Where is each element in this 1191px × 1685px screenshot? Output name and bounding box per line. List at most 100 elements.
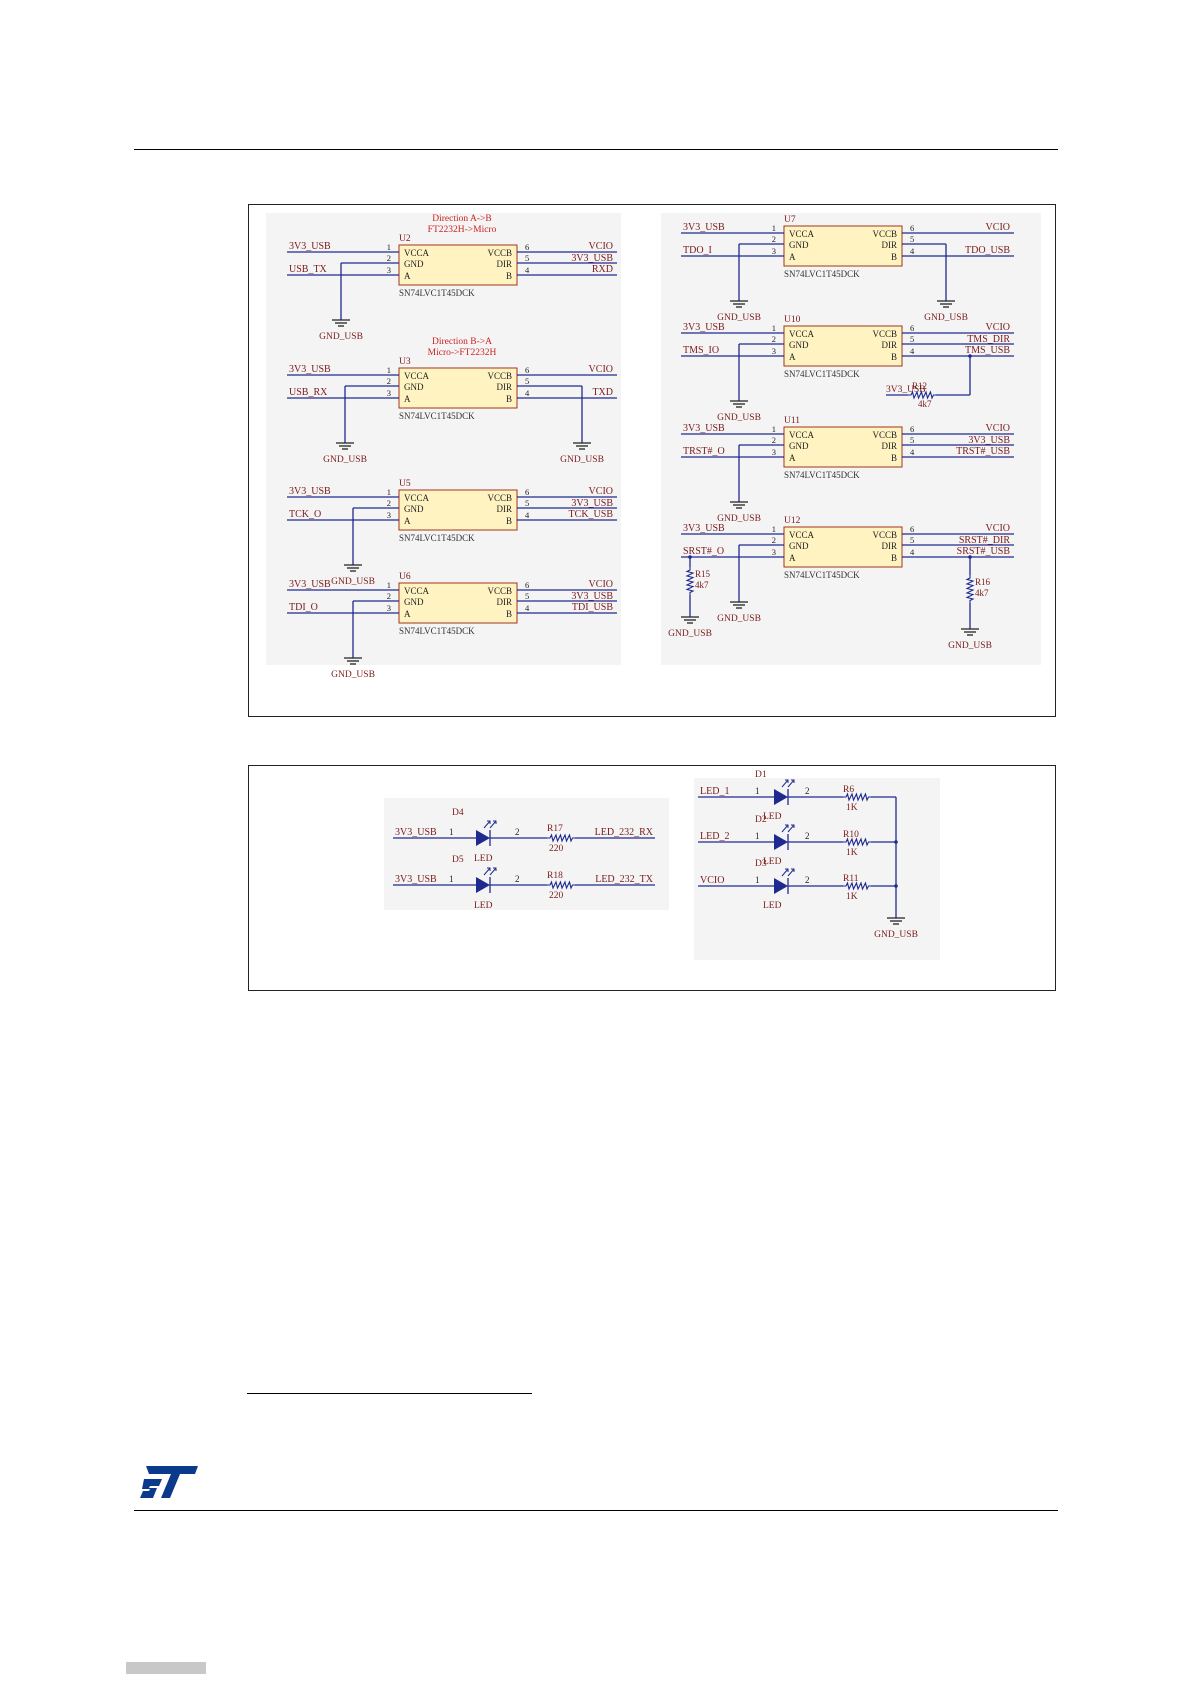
left-u2-note1: Direction A->B	[432, 214, 491, 224]
left-u5-net-r3: TCK_USB	[569, 509, 614, 520]
right-u10-r12-net: 3V3_USB	[886, 385, 926, 395]
right-u10-pin-r3: B	[891, 352, 897, 362]
right-u7-net-r3: TDO_USB	[965, 245, 1010, 256]
right-u12-net-r2: SRST#_DIR	[959, 535, 1010, 546]
led-d1-p1: 1	[755, 786, 760, 796]
led-d1-ray2	[787, 779, 795, 788]
led-d3-net-in: VCIO	[700, 875, 724, 886]
left-u6-net-r3: TDI_USB	[572, 602, 613, 613]
led-d3-triangle	[774, 878, 788, 894]
led-d2-r-ref: R10	[843, 830, 859, 840]
led-d3-r-val: 1K	[846, 892, 858, 902]
right-u12-r15-val: 4k7	[695, 580, 709, 590]
led-d1-type: LED	[763, 812, 782, 822]
left-u5-part: SN74LVC1T45DCK	[399, 533, 475, 543]
right-u12-net-l3: SRST#_O	[683, 546, 724, 557]
led-d5-type: LED	[474, 901, 493, 911]
right-u10-num-r1: 6	[910, 323, 914, 333]
left-u6-num-l1: 1	[387, 580, 391, 590]
led-d4-net-out: LED_232_RX	[595, 827, 654, 838]
led-d1-resistor	[843, 792, 872, 802]
right-u10-pin-l2: GND	[789, 340, 809, 350]
left-u6-pin-r2: DIR	[497, 597, 513, 607]
left-u5-pin-l3: A	[404, 516, 411, 526]
left-u2-num-l2: 2	[387, 253, 391, 263]
led-d2-triangle	[774, 834, 788, 850]
right-u7-net-r1: VCIO	[986, 222, 1010, 233]
left-u6-ref: U6	[399, 572, 411, 582]
right-u11-body	[783, 426, 903, 468]
led-d1-net-in: LED_1	[700, 786, 729, 797]
left-u2-pin-r3: B	[506, 271, 512, 281]
led-d4-resistor	[547, 833, 576, 843]
bottom-marker	[126, 1662, 206, 1674]
right-u11-pin-r2: DIR	[882, 441, 898, 451]
left-u5-net-r2: 3V3_USB	[571, 498, 613, 509]
left-u5-num-r1: 6	[525, 487, 529, 497]
right-u7-ref: U7	[784, 215, 796, 225]
led-d5-ray2	[489, 867, 497, 876]
left-u2-num-r3: 4	[525, 265, 530, 275]
right-u12-pin-r2: DIR	[882, 541, 898, 551]
right-u11-part: SN74LVC1T45DCK	[784, 470, 860, 480]
right-u11-pin-l2: GND	[789, 441, 809, 451]
led-d2-resistor	[843, 837, 872, 847]
right-u10-net-l3: TMS_IO	[683, 345, 719, 356]
right-u11-num-l2: 2	[772, 435, 776, 445]
right-u12-gnd-label: GND_USB	[717, 614, 761, 624]
right-u12-num-l3: 3	[772, 547, 776, 557]
left-u2-num-l3: 3	[387, 265, 391, 275]
right-u12-r16-val: 4k7	[975, 588, 989, 598]
left-u6-part: SN74LVC1T45DCK	[399, 626, 475, 636]
left-u2-net-r2: 3V3_USB	[571, 253, 613, 264]
left-u5-net-l1: 3V3_USB	[289, 486, 331, 497]
right-u11-ref: U11	[784, 416, 800, 426]
led-d2-p2: 2	[805, 831, 810, 841]
right-u12-r15-gnd-label: GND_USB	[668, 629, 712, 639]
left-u6-pin-l1: VCCA	[404, 586, 430, 596]
right-u7-pin-l1: VCCA	[789, 229, 815, 239]
led-d4-triangle	[476, 830, 490, 846]
led-d3-ray1	[781, 868, 789, 877]
right-u12-r16-ref: R16	[975, 577, 991, 587]
footer-rule	[134, 1510, 1058, 1511]
right-u12-pin-r1: VCCB	[872, 530, 897, 540]
right-u10-body	[783, 325, 903, 367]
right-u7-pin-r3: B	[891, 252, 897, 262]
led-d1-ref: D1	[755, 770, 767, 780]
led-d2-type: LED	[763, 857, 782, 867]
left-u5-num-l2: 2	[387, 498, 391, 508]
left-u2-pin-l1: VCCA	[404, 248, 430, 258]
left-u3-num-l1: 1	[387, 365, 391, 375]
led-d4-p1: 1	[449, 827, 454, 837]
left-u6-num-r1: 6	[525, 580, 529, 590]
led-d5-resistor	[547, 880, 576, 890]
led-d4-net-in: 3V3_USB	[395, 827, 437, 838]
led-d2-ray1	[781, 824, 789, 833]
left-u3-net-l3: USB_RX	[289, 387, 328, 398]
left-u5-pin-l2: GND	[404, 504, 424, 514]
led-d1-p2: 2	[805, 786, 810, 796]
left-u3-pin-l2: GND	[404, 382, 424, 392]
right-u10-net-r1: VCIO	[986, 322, 1010, 333]
led-d2-net-in: LED_2	[700, 831, 729, 842]
left-u3-pin-l1: VCCA	[404, 371, 430, 381]
led-d4-ray2	[489, 820, 497, 829]
left-u2-net-l1: 3V3_USB	[289, 241, 331, 252]
right-u7-num-l2: 2	[772, 234, 776, 244]
right-u11-net-r2: 3V3_USB	[968, 435, 1010, 446]
right-u12-pin-l2: GND	[789, 541, 809, 551]
left-u5-net-l3: TCK_O	[289, 509, 321, 520]
right-u7-pin-r2: DIR	[882, 240, 898, 250]
right-u11-net-r1: VCIO	[986, 423, 1010, 434]
led-right-panel-bg	[694, 778, 940, 960]
left-u6-num-r3: 4	[525, 603, 530, 613]
led-d1-triangle	[774, 789, 788, 805]
left-u3-note2: Micro->FT2232H	[428, 348, 497, 358]
left-u5-pin-r2: DIR	[497, 504, 513, 514]
left-u3-gndr-label: GND_USB	[560, 455, 604, 465]
